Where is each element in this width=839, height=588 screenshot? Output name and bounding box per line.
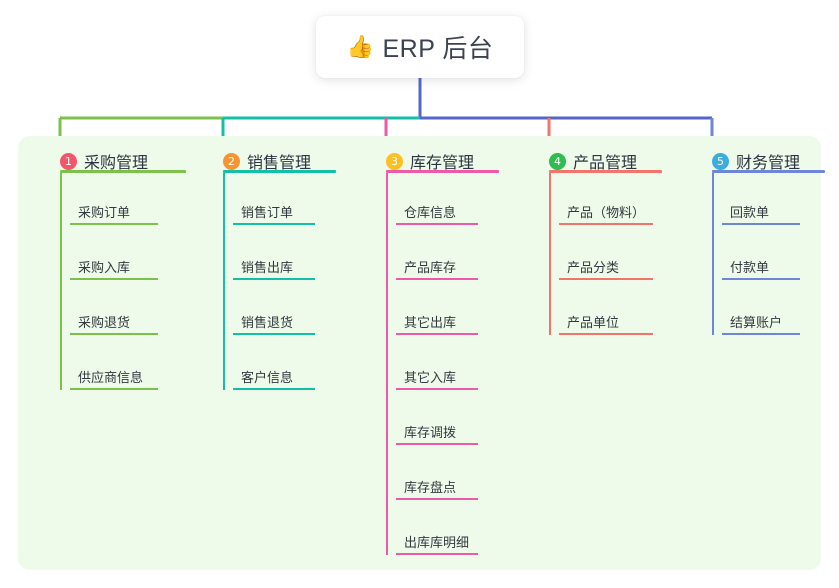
leaf-item-label: 客户信息 [241,370,294,385]
branch-underline-2 [223,170,336,173]
branch-badge-5: 5 [712,152,729,170]
leaf-item-underline [70,333,158,335]
branch-underline-4 [549,170,662,173]
leaf-item-underline [70,223,158,225]
branch-title-3: 库存管理 [410,155,475,172]
leaf-item-underline [233,388,315,390]
branch-badge-4: 4 [549,152,566,170]
leaf-item-underline [559,333,653,335]
branch-spine-4 [549,173,551,335]
leaf-item-label: 回款单 [730,205,770,220]
branch-spine-1 [60,173,62,390]
branch-column-5: 5 财务管理回款单付款单结算账户 [690,136,839,335]
branch-spine-3 [386,173,388,555]
branch-spine-2 [223,173,225,390]
leaf-item-underline [396,223,478,225]
leaf-item-label: 其它出库 [404,315,457,330]
leaf-item-label: 采购订单 [78,205,131,220]
leaf-item-underline [396,553,478,555]
leaf-item-underline [722,333,800,335]
branch-spine-5 [712,173,714,335]
branch-header-2[interactable]: 2 销售管理 [201,148,351,174]
thumbs-up-icon: 👍 [346,34,375,59]
branch-header-3[interactable]: 3 库存管理 [364,148,514,174]
branch-underline-1 [60,170,186,173]
leaf-item-label: 销售退货 [241,315,294,330]
branch-title-5: 财务管理 [736,155,801,172]
leaf-item-label: 其它入库 [404,370,457,385]
leaf-item-label: 产品库存 [404,260,457,275]
leaf-item-label: 采购入库 [78,260,131,275]
leaf-item-underline [70,278,158,280]
leaf-item-underline [722,223,800,225]
root-node[interactable]: 👍 ERP 后台 [316,16,524,78]
leaf-item-label: 付款单 [730,260,770,275]
branch-title-2: 销售管理 [247,155,312,172]
leaf-item-label: 产品分类 [567,260,620,275]
leaf-item-label: 供应商信息 [78,370,144,385]
branch-badge-2: 2 [223,152,240,170]
branch-badge-3: 3 [386,152,403,170]
branch-header-5[interactable]: 5 财务管理 [690,148,839,174]
branch-title-4: 产品管理 [573,155,638,172]
leaf-item-underline [559,278,653,280]
leaf-item-label: 仓库信息 [404,205,457,220]
branch-underline-3 [386,170,499,173]
leaf-item-underline [396,388,478,390]
leaf-item-underline [396,498,478,500]
branch-title-1: 采购管理 [84,155,149,172]
leaf-item-label: 销售出库 [241,260,294,275]
leaf-item-label: 销售订单 [241,205,294,220]
branch-badge-1: 1 [60,152,77,170]
branches-panel: 1 采购管理采购订单采购入库采购退货供应商信息 2 销售管理销售订单销售出库销售退货客… [18,136,825,570]
branch-underline-5 [712,170,825,173]
leaf-item-underline [233,333,315,335]
leaf-item-label: 库存盘点 [404,480,457,495]
branch-column-1: 1 采购管理采购订单采购入库采购退货供应商信息 [38,136,188,390]
leaf-item-label: 出库库明细 [404,535,470,550]
leaf-item-underline [396,443,478,445]
leaf-item-underline [233,278,315,280]
leaf-item-underline [722,278,800,280]
leaf-item-label: 采购退货 [78,315,131,330]
leaf-item-underline [559,223,653,225]
leaf-item-label: 产品单位 [567,315,620,330]
root-node-content: 👍 ERP 后台 [347,29,494,65]
leaf-item-label: 产品（物料） [567,205,646,220]
leaf-item-label: 结算账户 [730,315,783,330]
leaf-item-underline [70,388,158,390]
page-title: ERP 后台 [382,35,494,63]
branch-column-3: 3 库存管理仓库信息产品库存其它出库其它入库库存调拨库存盘点出库库明细 [364,136,514,555]
leaf-item-label: 库存调拨 [404,425,457,440]
branch-header-1[interactable]: 1 采购管理 [38,148,188,174]
branch-header-4[interactable]: 4 产品管理 [527,148,677,174]
leaf-item-underline [233,223,315,225]
leaf-item-underline [396,333,478,335]
branch-column-4: 4 产品管理产品（物料） 产品分类产品单位 [527,136,677,335]
leaf-item-underline [396,278,478,280]
branch-column-2: 2 销售管理销售订单销售出库销售退货客户信息 [201,136,351,390]
